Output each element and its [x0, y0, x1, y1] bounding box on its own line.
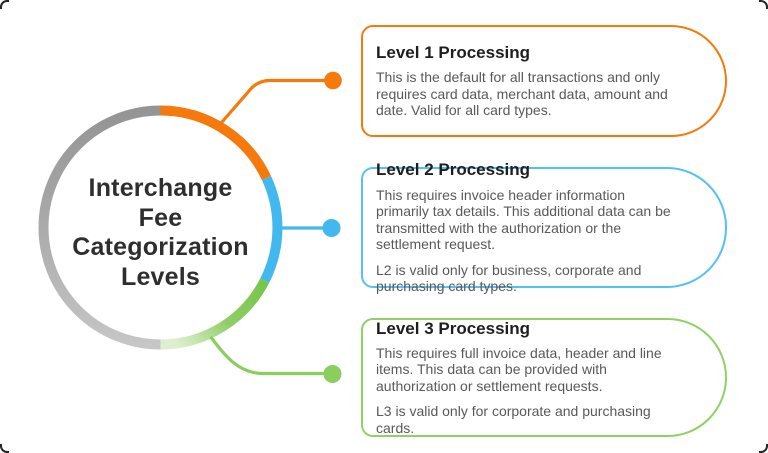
level-2-description: This requires invoice header information… — [376, 186, 671, 253]
screen-corner-artifact — [0, 444, 9, 453]
level-3-card: Level 3 Processing This requires full in… — [361, 318, 727, 437]
screen-corner-artifact — [0, 0, 9, 9]
level-2-validity-note: L2 is valid only for business, corporate… — [376, 261, 642, 295]
level-1-description: This is the default for all transactions… — [376, 69, 668, 119]
ring-segment-gray — [38, 105, 161, 350]
ring-segment-level-3 — [160, 278, 270, 350]
screen-corner-artifact — [759, 0, 768, 9]
circle-title: Interchange Fee Categorization Levels — [48, 174, 273, 292]
circle-title-line-1: Interchange — [88, 174, 233, 202]
level-3-validity-note: L3 is valid only for corporate and purch… — [376, 403, 651, 436]
level-1-heading: Level 1 Processing — [376, 43, 531, 63]
level-2-heading: Level 2 Processing — [376, 160, 531, 180]
ring-segment-level-1 — [160, 105, 272, 181]
level-3-heading: Level 3 Processing — [376, 318, 531, 338]
connector-dot-level-1 — [324, 71, 342, 90]
circle-title-line-2: Fee — [138, 203, 183, 232]
level-3-description: This requires full invoice data, header … — [376, 344, 662, 394]
ring-segment-level-2 — [260, 175, 283, 283]
connector-level-3 — [209, 336, 332, 376]
circle-title-line-4: Levels — [120, 262, 201, 291]
connector-dot-level-2 — [322, 219, 341, 237]
connector-dot-level-3 — [323, 365, 342, 383]
circle-title-line-3: Categorization — [72, 233, 249, 261]
screen-corner-artifact — [759, 444, 768, 453]
level-1-card: Level 1 Processing This is the default f… — [361, 25, 727, 137]
level-2-card: Level 2 Processing This requires invoice… — [361, 160, 727, 294]
connector-level-1 — [220, 78, 332, 124]
